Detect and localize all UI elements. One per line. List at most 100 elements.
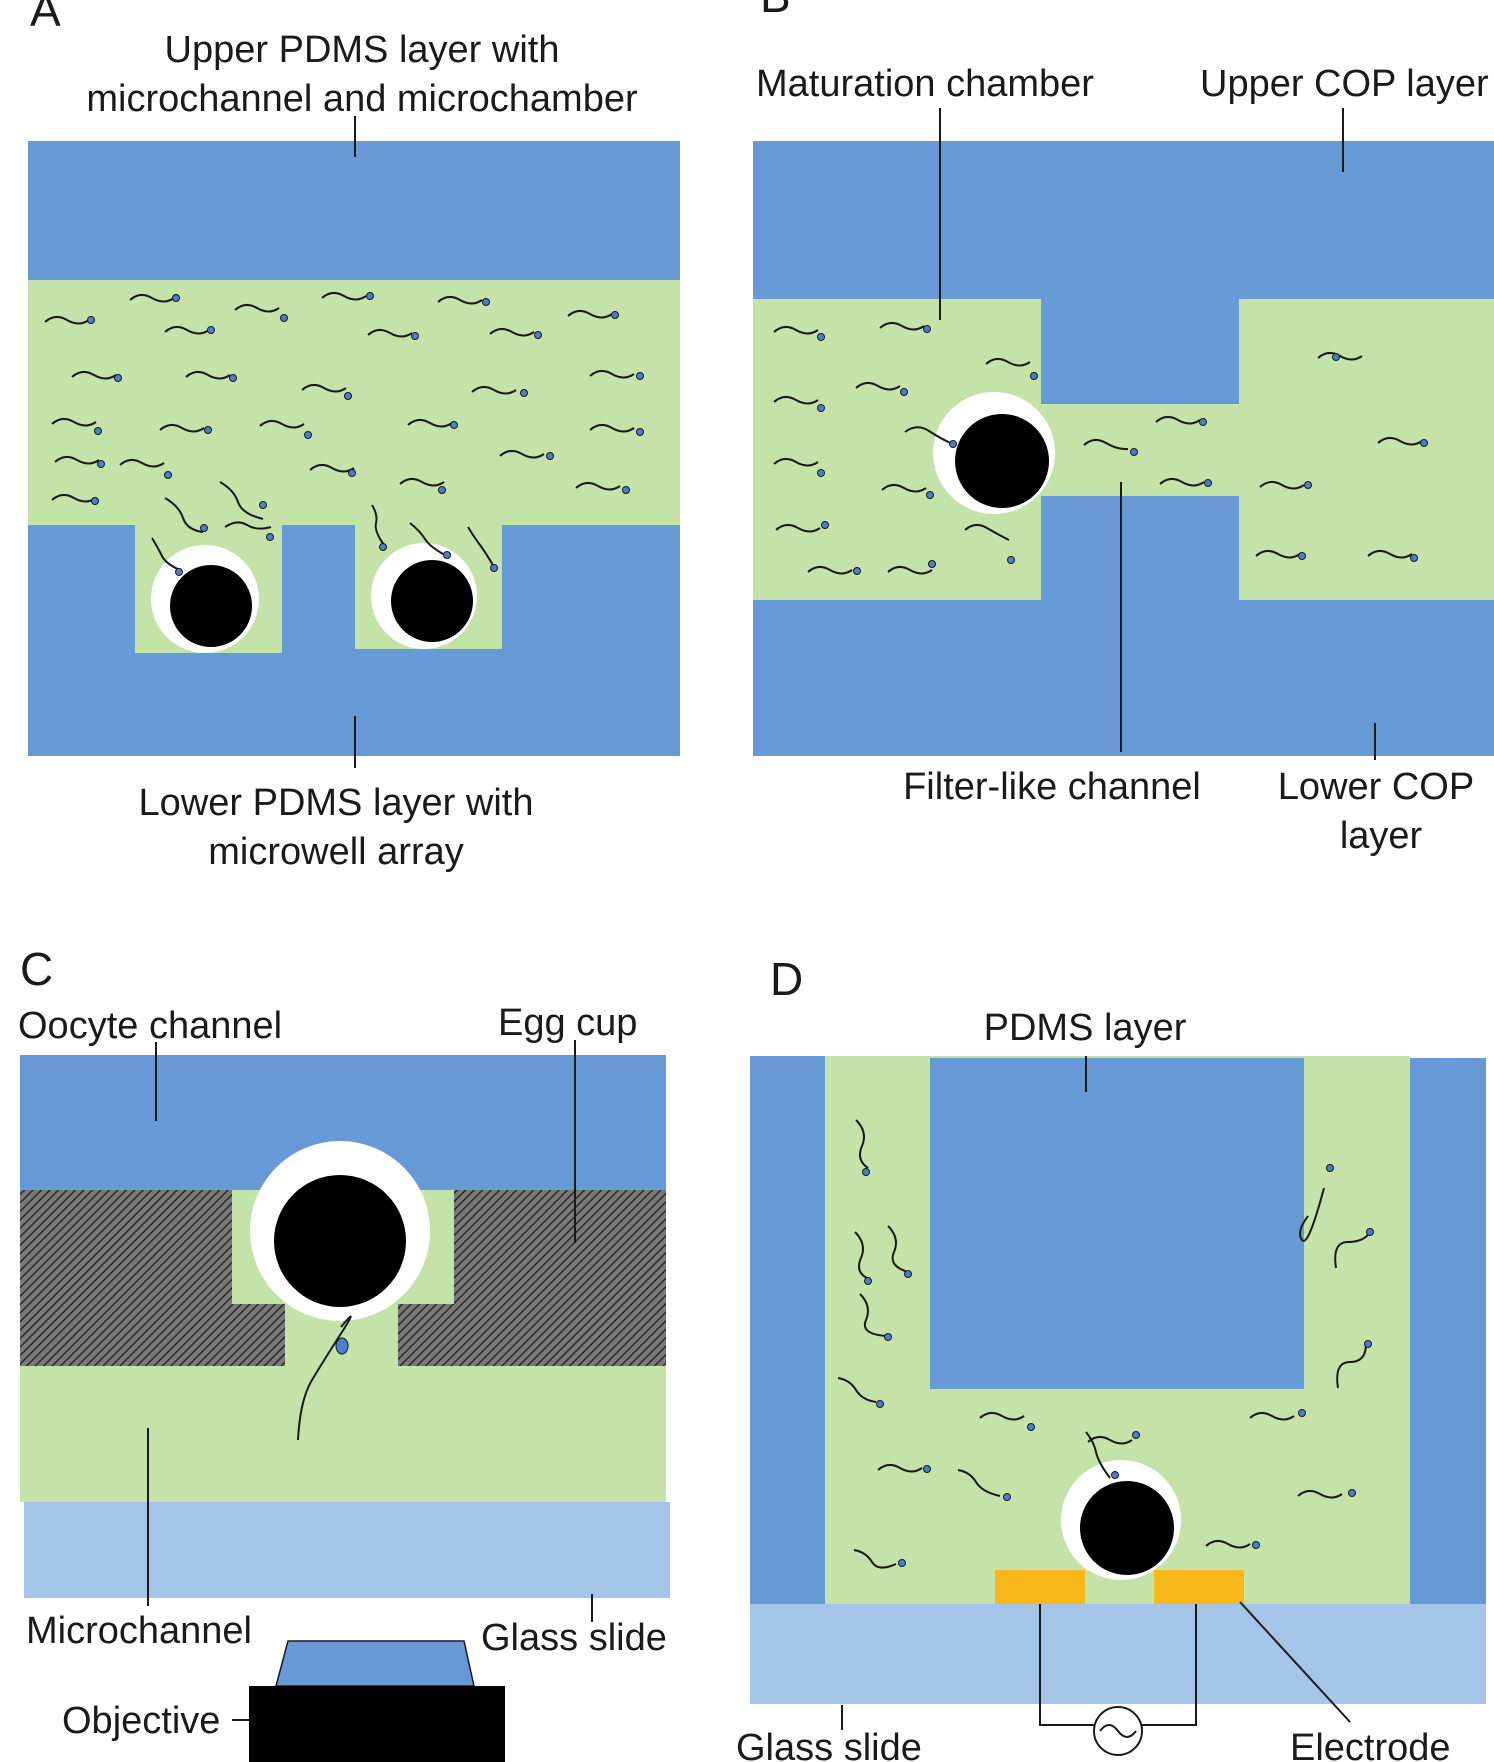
- panel-c-objective: [249, 1686, 505, 1762]
- panel-c-objective-label: Objective: [62, 1700, 220, 1742]
- sperm: [489, 328, 542, 339]
- sperm: [1334, 1228, 1374, 1269]
- panel-a: A Upper PDMS layer with microchannel and…: [28, 0, 680, 873]
- sperm: [1155, 416, 1207, 426]
- panel-d-circuit: [1039, 1604, 1197, 1756]
- sperm: [855, 382, 908, 396]
- panel-d-electrode-leader-line: [1239, 1601, 1351, 1723]
- panel-b-upper-cop-label: Upper COP layer: [1200, 63, 1489, 105]
- sperm: [837, 1377, 884, 1408]
- sperm: [575, 482, 630, 494]
- panel-d-pdms-layer-label: PDMS layer: [984, 1007, 1187, 1049]
- panel-c-egg-cup-right: [398, 1190, 666, 1366]
- sperm: [119, 459, 172, 479]
- sperm: [234, 304, 288, 322]
- panel-b-letter: B: [760, 0, 791, 22]
- panel-b-maturation-chamber-label: Maturation chamber: [756, 63, 1094, 105]
- sperm: [185, 371, 237, 382]
- sperm: [1205, 1540, 1260, 1549]
- panel-c: C Oocyte channel Egg cup Microchannel Gl…: [18, 943, 670, 1762]
- sperm: [775, 521, 829, 533]
- panel-d: D PDMS layer Glass slide Electrode: [736, 953, 1486, 1762]
- panel-a-bottom-label-line2: microwell array: [208, 831, 463, 873]
- panel-b-lower-cop-label-line2: layer: [1340, 815, 1423, 857]
- sperm: [321, 292, 374, 301]
- sperm: [957, 1469, 1011, 1501]
- sperm: [407, 419, 458, 429]
- sperm: [1159, 478, 1212, 487]
- panel-c-objective-lens: [275, 1640, 475, 1687]
- panel-a-letter: A: [30, 0, 61, 36]
- sperm: [129, 294, 180, 303]
- sperm: [1083, 439, 1138, 456]
- sperm: [589, 424, 644, 436]
- panel-d-left-wall: [750, 1056, 825, 1604]
- sperm: [1259, 481, 1312, 490]
- panel-a-upper-pdms-layer: [28, 141, 680, 280]
- sperm: [1087, 1431, 1140, 1445]
- sperm: [887, 1225, 912, 1278]
- panel-c-glass-slide-label: Glass slide: [481, 1617, 667, 1659]
- sperm: [1336, 1340, 1372, 1389]
- sperm: [437, 296, 490, 306]
- panel-c-oocyte-channel-label: Oocyte channel: [18, 1005, 282, 1047]
- sperm: [71, 371, 122, 382]
- panel-b-upper-cop-layer: [753, 141, 1494, 299]
- sperm: [499, 450, 554, 460]
- panel-d-glass-slide: [750, 1604, 1486, 1704]
- sperm: [259, 420, 312, 439]
- sperm: [164, 326, 215, 335]
- sperm: [855, 1119, 870, 1176]
- panel-a-sperm-group: [44, 292, 644, 576]
- panel-b-lower-cop-layer: [753, 600, 1494, 756]
- sperm: [51, 494, 99, 505]
- sperm: [807, 566, 861, 575]
- panel-a-medium: [28, 280, 680, 525]
- sperm: [151, 537, 183, 576]
- panel-b-right-chamber: [1239, 299, 1494, 600]
- sperm: [1317, 352, 1363, 361]
- sperm: [309, 464, 356, 477]
- panel-b-oocyte: [933, 392, 1055, 514]
- panel-a-oocyte-right: [371, 543, 477, 649]
- panel-a-bottom-label-line1: Lower PDMS layer with: [139, 782, 534, 824]
- panel-d-electrode-left: [995, 1570, 1085, 1604]
- panel-b-sperm-group: [773, 322, 1428, 575]
- panel-c-egg-cup-left: [20, 1190, 285, 1366]
- sperm: [409, 522, 451, 559]
- panel-a-top-label-line1: Upper PDMS layer with: [165, 29, 560, 71]
- sperm: [904, 426, 957, 448]
- sperm: [54, 456, 105, 468]
- sperm: [371, 504, 387, 551]
- sperm: [964, 524, 1015, 564]
- sperm: [51, 418, 102, 435]
- panel-c-microchannel-label: Microchannel: [26, 1610, 252, 1652]
- panel-a-top-label-line2: microchannel and microchamber: [86, 78, 638, 120]
- panel-c-oocyte: [250, 1141, 430, 1321]
- sperm: [224, 521, 274, 541]
- sperm: [985, 358, 1038, 380]
- sperm: [159, 424, 212, 434]
- sperm: [879, 322, 931, 333]
- panel-d-glass-slide-label: Glass slide: [736, 1727, 922, 1762]
- sperm: [44, 316, 95, 325]
- sperm: [301, 384, 352, 400]
- panel-c-letter: C: [20, 943, 53, 995]
- panel-b: B Maturation chamber Upper COP layer Fil…: [753, 0, 1494, 857]
- sperm: [164, 497, 208, 533]
- panel-d-sperm-group: [837, 1119, 1374, 1569]
- sperm: [1377, 437, 1428, 447]
- sperm: [1299, 1164, 1334, 1242]
- sperm: [773, 326, 825, 341]
- sperm: [219, 481, 267, 520]
- sperm: [853, 1549, 906, 1569]
- panel-d-electrode-right: [1154, 1570, 1244, 1604]
- sperm: [567, 310, 619, 319]
- panel-a-lower-pdms-layer: [28, 525, 680, 756]
- panel-d-pdms-block: [930, 1058, 1304, 1389]
- sperm: [887, 560, 936, 575]
- sperm: [1249, 1409, 1306, 1421]
- panel-b-filter-channel-label: Filter-like channel: [903, 766, 1201, 808]
- sperm: [854, 1231, 872, 1285]
